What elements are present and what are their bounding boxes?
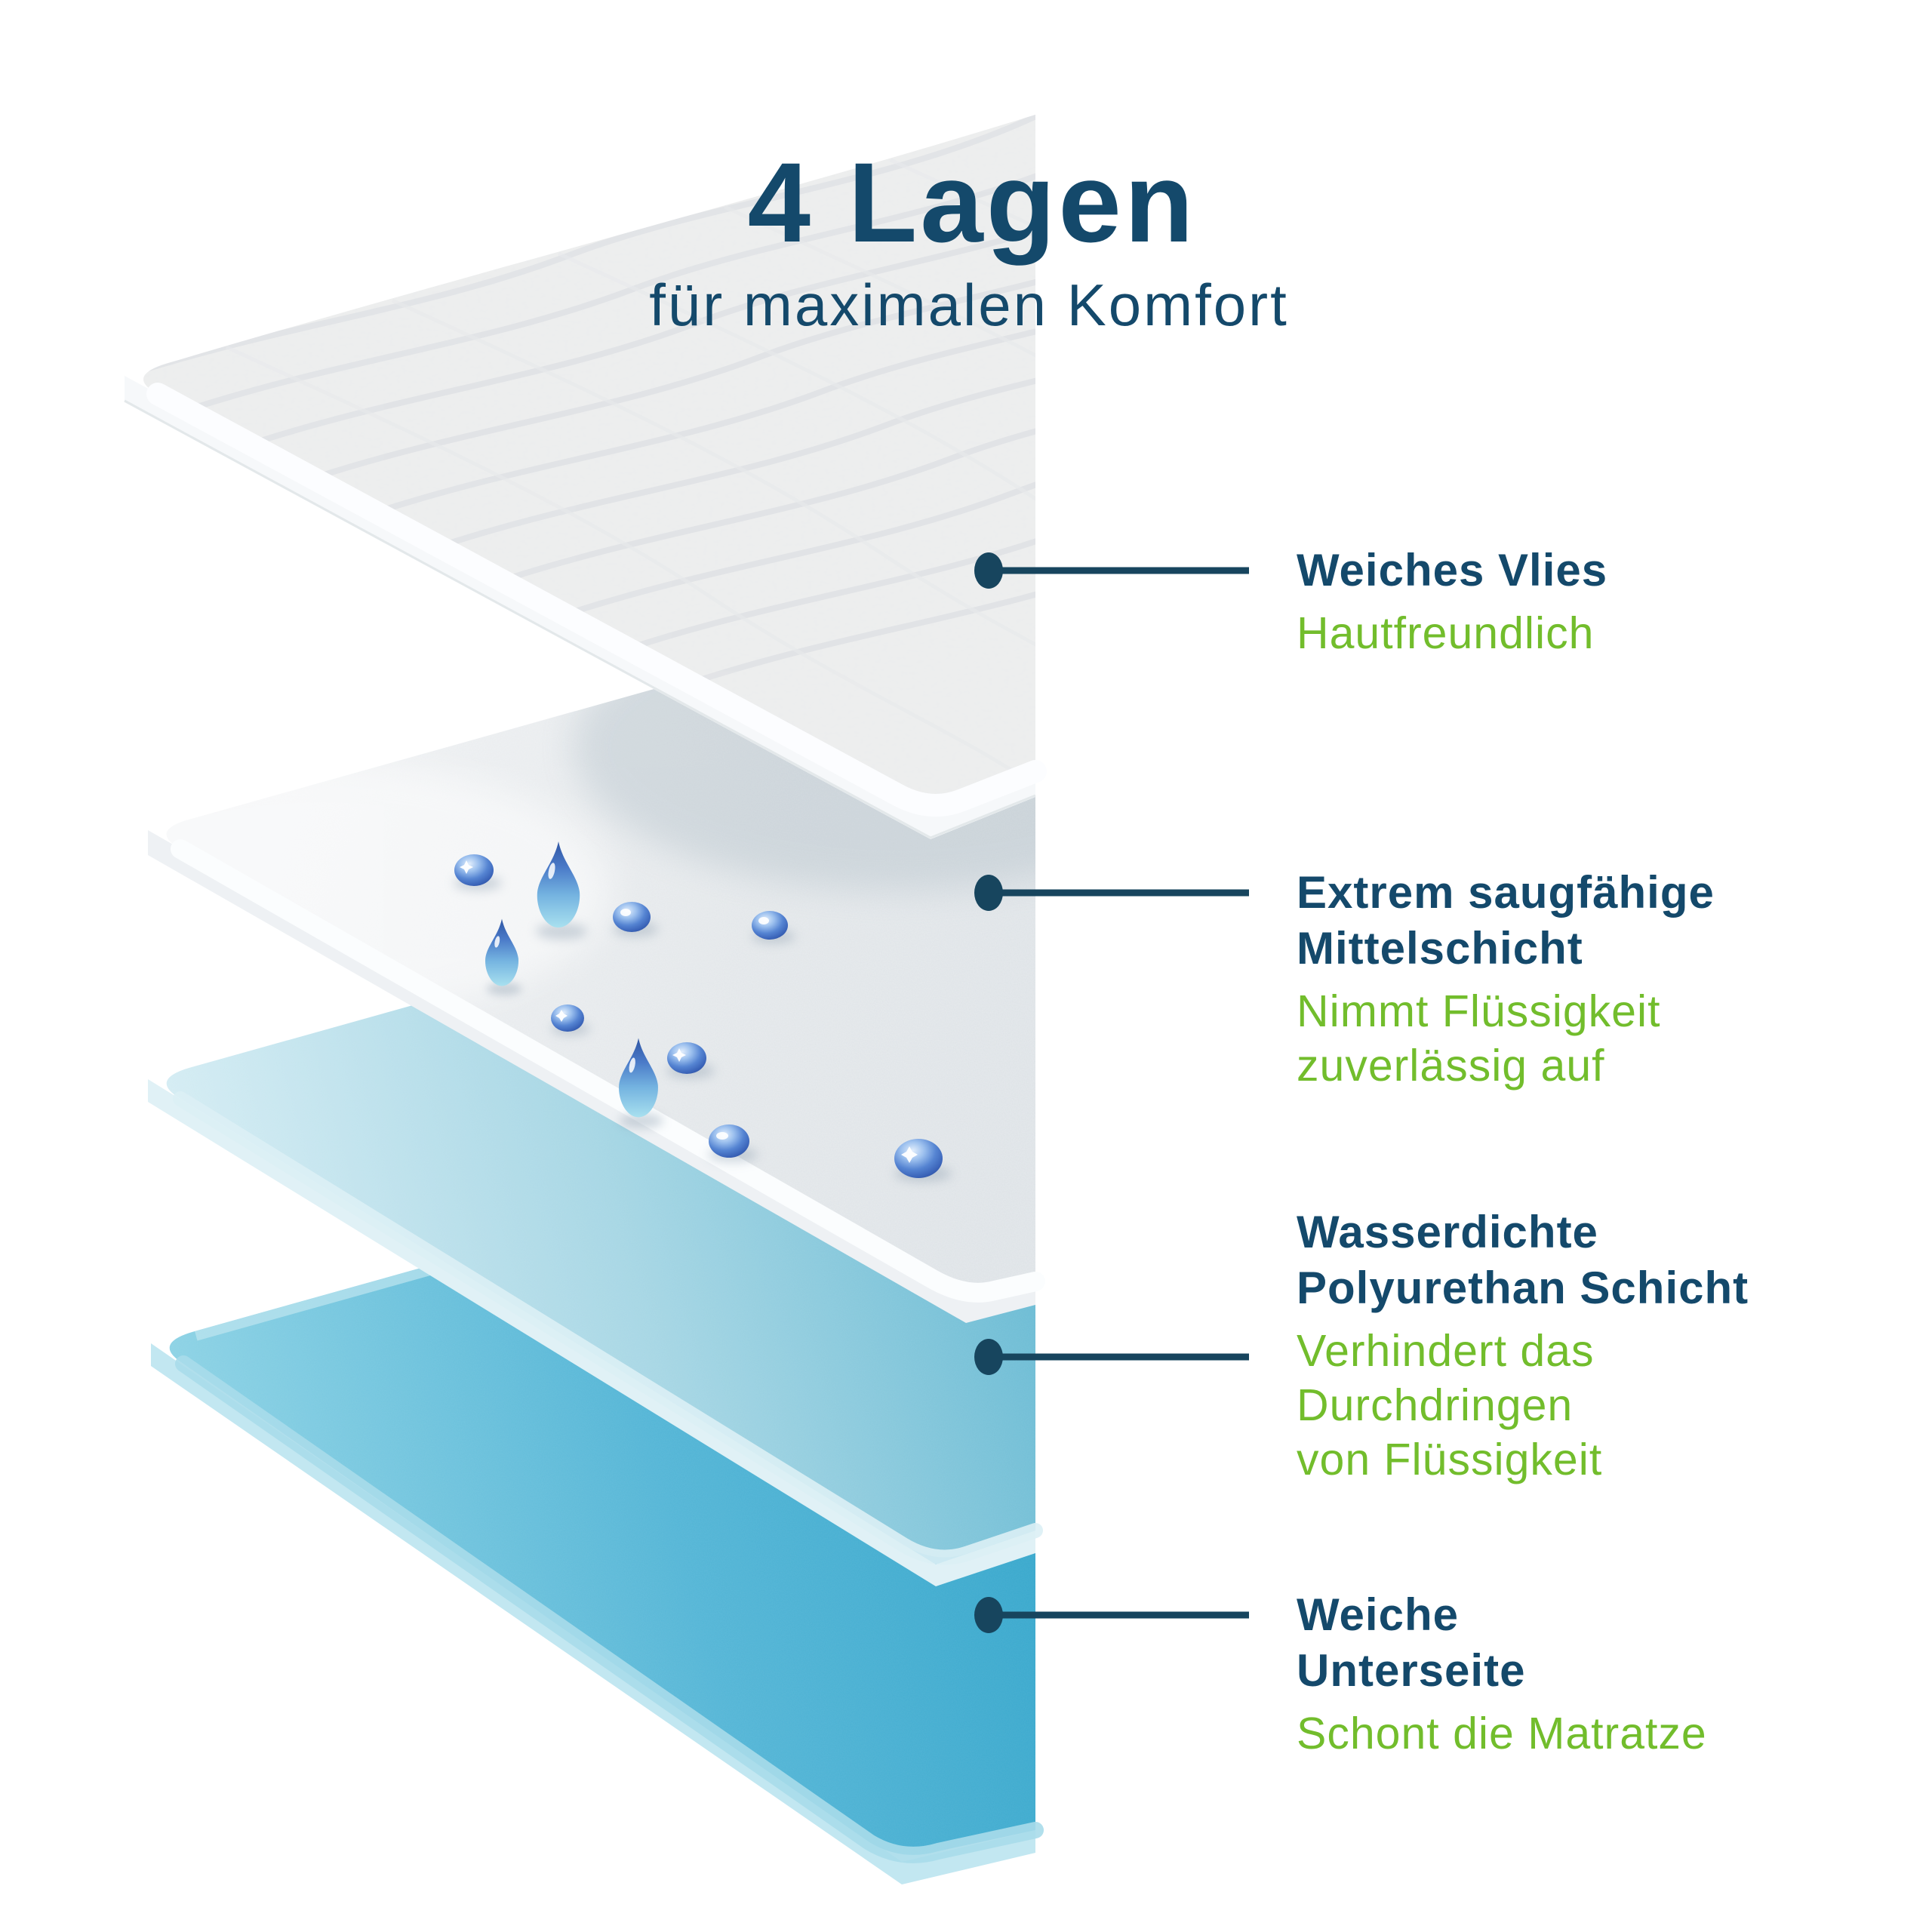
callout-heading-line: Polyurethan Schicht	[1297, 1263, 1749, 1313]
water-droplets	[454, 841, 952, 1182]
water-droplet	[666, 1042, 715, 1078]
water-droplet	[708, 1124, 758, 1162]
callout-heading-line: Unterseite	[1297, 1645, 1526, 1696]
layer-1-bottom-edge-binding	[146, 383, 1047, 817]
callout-dot	[974, 552, 1003, 589]
callout-desc-line: Hautfreundlich	[1297, 608, 1595, 658]
layer-4-bottom-edge-highlight	[175, 1355, 1044, 1863]
callout-marker-mittelschicht	[974, 875, 1249, 911]
callout-mittelschicht: Extrem saugfähige Mittelschicht Nimmt Fl…	[1297, 865, 1715, 1093]
water-droplet	[536, 841, 587, 940]
layer-3-bottom-edge-highlight	[173, 1091, 1043, 1565]
water-droplet	[551, 1004, 590, 1035]
callout-dot	[974, 875, 1003, 911]
callout-heading-line: Weiches Vlies	[1297, 545, 1608, 595]
callout-marker-weiches-vlies	[974, 552, 1249, 589]
callout-weiches-vlies: Weiches Vlies Hautfreundlich	[1297, 543, 1607, 660]
callout-desc-line: Durchdringen	[1297, 1380, 1574, 1430]
water-droplet	[619, 1038, 664, 1129]
callout-desc-line: Schont die Matratze	[1297, 1709, 1707, 1758]
water-droplet	[613, 902, 658, 937]
callout-desc-line: von Flüssigkeit	[1297, 1435, 1603, 1484]
callout-dot	[974, 1339, 1003, 1375]
page-subtitle: für maximalen Komfort	[649, 272, 1289, 338]
callout-marker-unterseite	[974, 1597, 1249, 1633]
callout-dot	[974, 1597, 1003, 1633]
water-droplet	[894, 1139, 952, 1182]
water-droplet	[752, 911, 795, 943]
callout-desc-line: zuverlässig auf	[1297, 1041, 1605, 1091]
quilt-cross-lines	[225, 158, 1035, 786]
callout-heading-line: Mittelschicht	[1297, 923, 1583, 974]
callout-unterseite: Weiche Unterseite Schont die Matratze	[1297, 1587, 1707, 1761]
quilt-stitch-lines	[143, 115, 1035, 685]
water-droplet	[485, 918, 522, 995]
layer-2-bottom-edge-binding	[171, 839, 1045, 1303]
callout-desc-line: Nimmt Flüssigkeit	[1297, 986, 1661, 1036]
callout-heading-line: Wasserdichte	[1297, 1207, 1598, 1257]
page-title: 4 Lagen	[747, 139, 1197, 266]
callout-markers	[974, 552, 1249, 1633]
callout-polyurethan: Wasserdichte Polyurethan Schicht Verhind…	[1297, 1204, 1749, 1487]
water-droplet	[454, 854, 502, 891]
callout-marker-polyurethan	[974, 1339, 1249, 1375]
callout-heading-line: Weiche	[1297, 1589, 1459, 1640]
callout-heading-line: Extrem saugfähige	[1297, 867, 1715, 918]
callout-desc-line: Verhindert das	[1297, 1326, 1595, 1376]
